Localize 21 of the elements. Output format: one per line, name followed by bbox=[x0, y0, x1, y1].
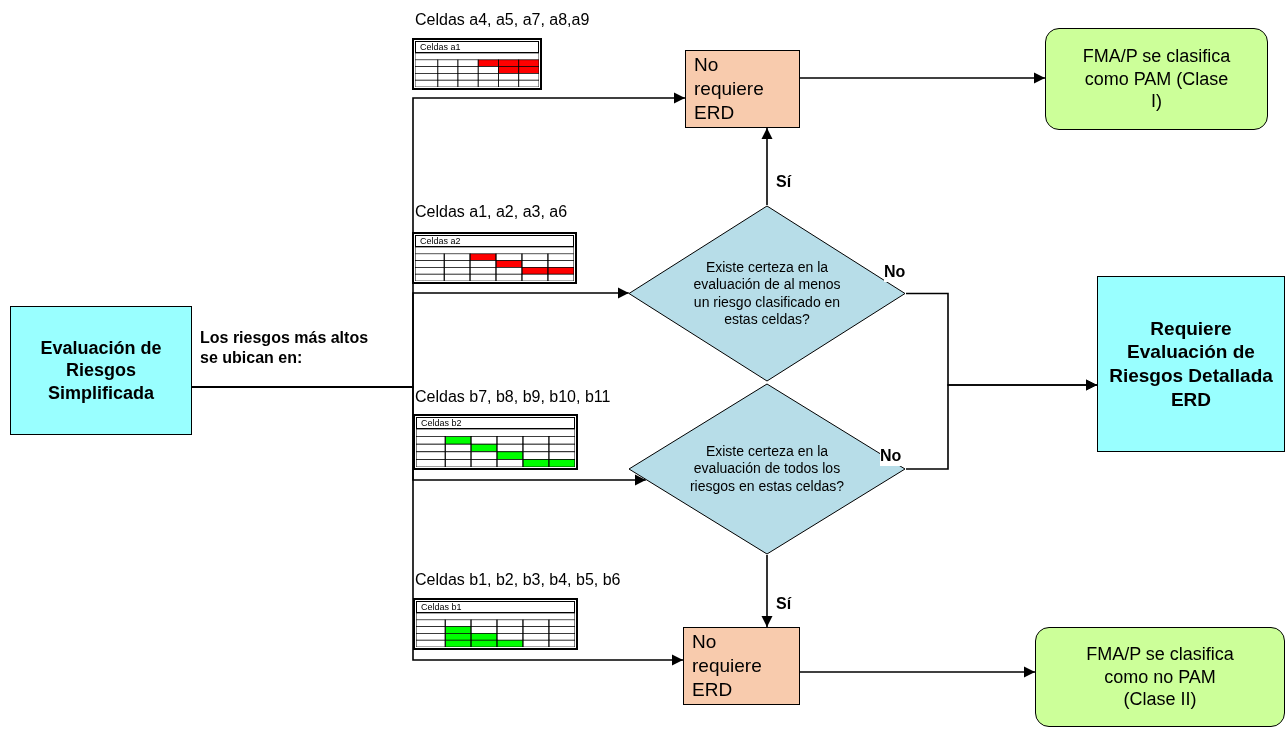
arrow bbox=[799, 72, 1046, 84]
cell-group-label: Celdas a4, a5, a7, a8,a9 bbox=[415, 10, 590, 30]
process-box: Requiere Evaluación de Riesgos Detallada ERD bbox=[1097, 276, 1285, 452]
table-title: Celdas a2 bbox=[415, 235, 574, 247]
cell-group-label: Celdas a1, a2, a3, a6 bbox=[415, 202, 568, 222]
table-title: Celdas b2 bbox=[416, 417, 575, 429]
cell-group-label: Celdas b7, b8, b9, b10, b11 bbox=[415, 387, 611, 407]
process-box: No requiere ERD bbox=[685, 50, 800, 128]
arrow bbox=[905, 379, 1098, 470]
decision-text: Existe certeza en la evaluación de todos los riesgos en estas celdas? bbox=[688, 442, 846, 496]
arrow bbox=[799, 666, 1036, 678]
cell-group-label: Celdas b1, b2, b3, b4, b5, b6 bbox=[415, 570, 621, 590]
process-box: No requiere ERD bbox=[683, 627, 800, 705]
process-box: Evaluación de Riesgos Simplificada bbox=[10, 306, 192, 435]
result-box: FMA/P se clasifica como PAM (Clase I) bbox=[1045, 28, 1268, 130]
decision-text: Existe certeza en la evaluación de al menos un riesgo clasificado en estas celdas? bbox=[692, 258, 842, 329]
arrow bbox=[761, 127, 773, 206]
table-title: Celdas a1 bbox=[415, 41, 539, 53]
arrow bbox=[761, 554, 773, 628]
result-box: FMA/P se clasifica como no PAM (Clase II) bbox=[1035, 627, 1285, 727]
table-title: Celdas b1 bbox=[416, 601, 575, 613]
